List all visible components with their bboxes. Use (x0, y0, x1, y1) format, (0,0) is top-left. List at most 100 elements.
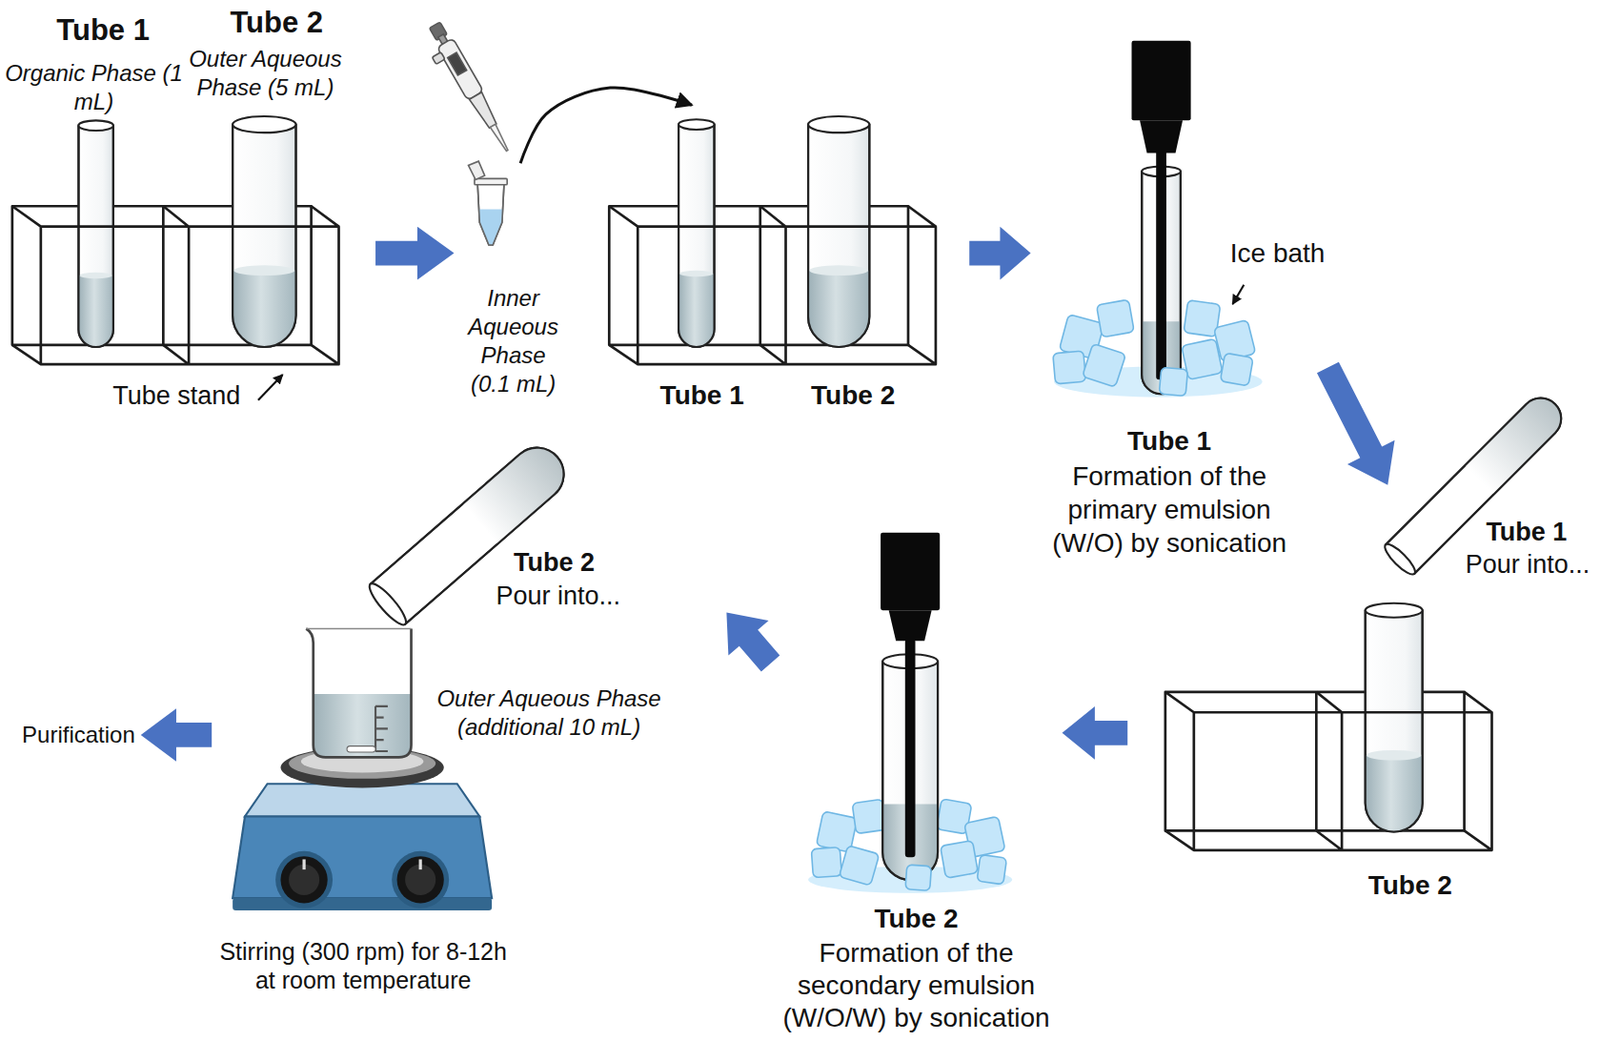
microtube (467, 161, 507, 245)
ice-bath (905, 864, 932, 891)
microtube (477, 183, 505, 245)
beaker (305, 627, 411, 630)
ice-bath (1053, 350, 1087, 385)
test-tube (232, 116, 296, 133)
step-text: Formation of the secondary emulsion (W/O… (773, 936, 1060, 1034)
test-tube (78, 120, 113, 131)
beaker (313, 693, 412, 757)
test-tube (1365, 609, 1423, 831)
beaker (305, 627, 411, 757)
magnetic-stirrer (232, 815, 492, 898)
test-tube (78, 120, 113, 347)
step-text: Stirring (300 rpm) for 8-12h at room tem… (214, 936, 512, 994)
test-tube (1380, 540, 1418, 578)
test-tube (1365, 609, 1423, 831)
test-tube (1365, 603, 1423, 832)
test-tube (679, 270, 713, 277)
magnetic-stirrer (275, 850, 333, 909)
microtube (474, 178, 507, 184)
microtube (479, 208, 504, 244)
test-tube (1365, 754, 1423, 831)
magnetic-stirrer (280, 855, 327, 903)
test-tube (678, 273, 714, 347)
magnetic-stirrer (232, 897, 492, 911)
ice-bath (940, 840, 979, 879)
test-tube (678, 119, 714, 347)
test-tube (78, 125, 113, 347)
test-tube (1385, 389, 1570, 574)
micropipette (489, 123, 510, 152)
test-tube (808, 124, 870, 347)
tube-label: Tube 1 (1485, 516, 1567, 547)
process-step: Purification (15, 714, 142, 756)
tube-label: Tube 2 (810, 380, 895, 413)
ice-bath (838, 840, 1007, 892)
sonicator-probe (889, 609, 932, 641)
test-tube (678, 124, 714, 347)
test-tube (233, 264, 295, 276)
tube-label: Tube 2 (1368, 870, 1453, 903)
test-tube (78, 275, 113, 347)
sonicator-probe (905, 638, 916, 857)
process-step: Tube 2Pour into... (362, 433, 727, 618)
sonicator-probe (1132, 40, 1192, 380)
tube-label: Tube 1 (660, 380, 745, 413)
step-arrow (969, 226, 1031, 281)
ice-bath (976, 853, 1007, 884)
test-tube (678, 119, 714, 130)
sonicator-probe (1132, 40, 1192, 122)
ice-bath (1082, 343, 1127, 387)
tube-rack (608, 205, 936, 365)
micropipette (431, 52, 446, 65)
test-tube (1365, 603, 1423, 618)
step-text: Purification (21, 721, 136, 750)
sonicator-probe (1155, 148, 1167, 380)
magnetic-stirrer (302, 858, 305, 870)
step-text: Pour into... (495, 580, 621, 611)
sonicator-probe (880, 532, 940, 610)
ice-bath (1158, 366, 1188, 396)
ice-bath (1096, 299, 1135, 338)
process-step: Tube 1Organic Phase (1 mL)Tube 2Outer Aq… (0, 1, 376, 421)
test-tube (232, 124, 296, 347)
process-step: Ice bathTube 1Formation of the primary e… (1031, 35, 1329, 562)
test-tube (1464, 389, 1570, 495)
sonicator-probe (880, 532, 940, 857)
test-tube (1366, 749, 1422, 761)
test-tube (78, 125, 113, 347)
tube-label: Tube 2 (229, 4, 324, 41)
step-arrow (726, 611, 780, 671)
tube-label: Tube 2 (873, 902, 958, 935)
step-text: Outer Aqueous Phase (5 mL) (174, 44, 356, 102)
step-text: Outer Aqueous Phase (additional 10 mL) (424, 684, 674, 742)
leader-arrow (258, 374, 284, 401)
step-text: Organic Phase (1 mL) (0, 59, 190, 117)
magnetic-stirrer (397, 855, 445, 903)
step-arrow (1062, 706, 1129, 760)
step-text: Inner Aqueous Phase (0.1 mL) (461, 283, 567, 399)
tube-rack (12, 205, 340, 365)
micropipette (437, 38, 485, 101)
test-tube (808, 116, 870, 133)
step-arrow (141, 708, 212, 762)
process-step: Tube 2Formation of the secondary emulsio… (770, 571, 1063, 1038)
leader-arrow (1233, 284, 1245, 304)
tube-label: Tube 1 (1127, 425, 1212, 458)
ice-bath (838, 845, 879, 886)
beaker (375, 706, 388, 751)
step-arrow (375, 226, 454, 281)
step-text: Tube stand (112, 380, 241, 411)
tube-rack (12, 205, 340, 365)
microtube (477, 183, 505, 245)
micropipette (418, 20, 515, 160)
test-tube (80, 272, 113, 279)
test-tube (364, 579, 411, 629)
magnetic-stirrer (391, 850, 449, 909)
process-step: Tube 1 Tube 2 (607, 104, 970, 422)
tube-label: Tube 2 (513, 546, 595, 578)
process-step: Tube 2 (1127, 602, 1495, 905)
beaker (346, 746, 376, 752)
